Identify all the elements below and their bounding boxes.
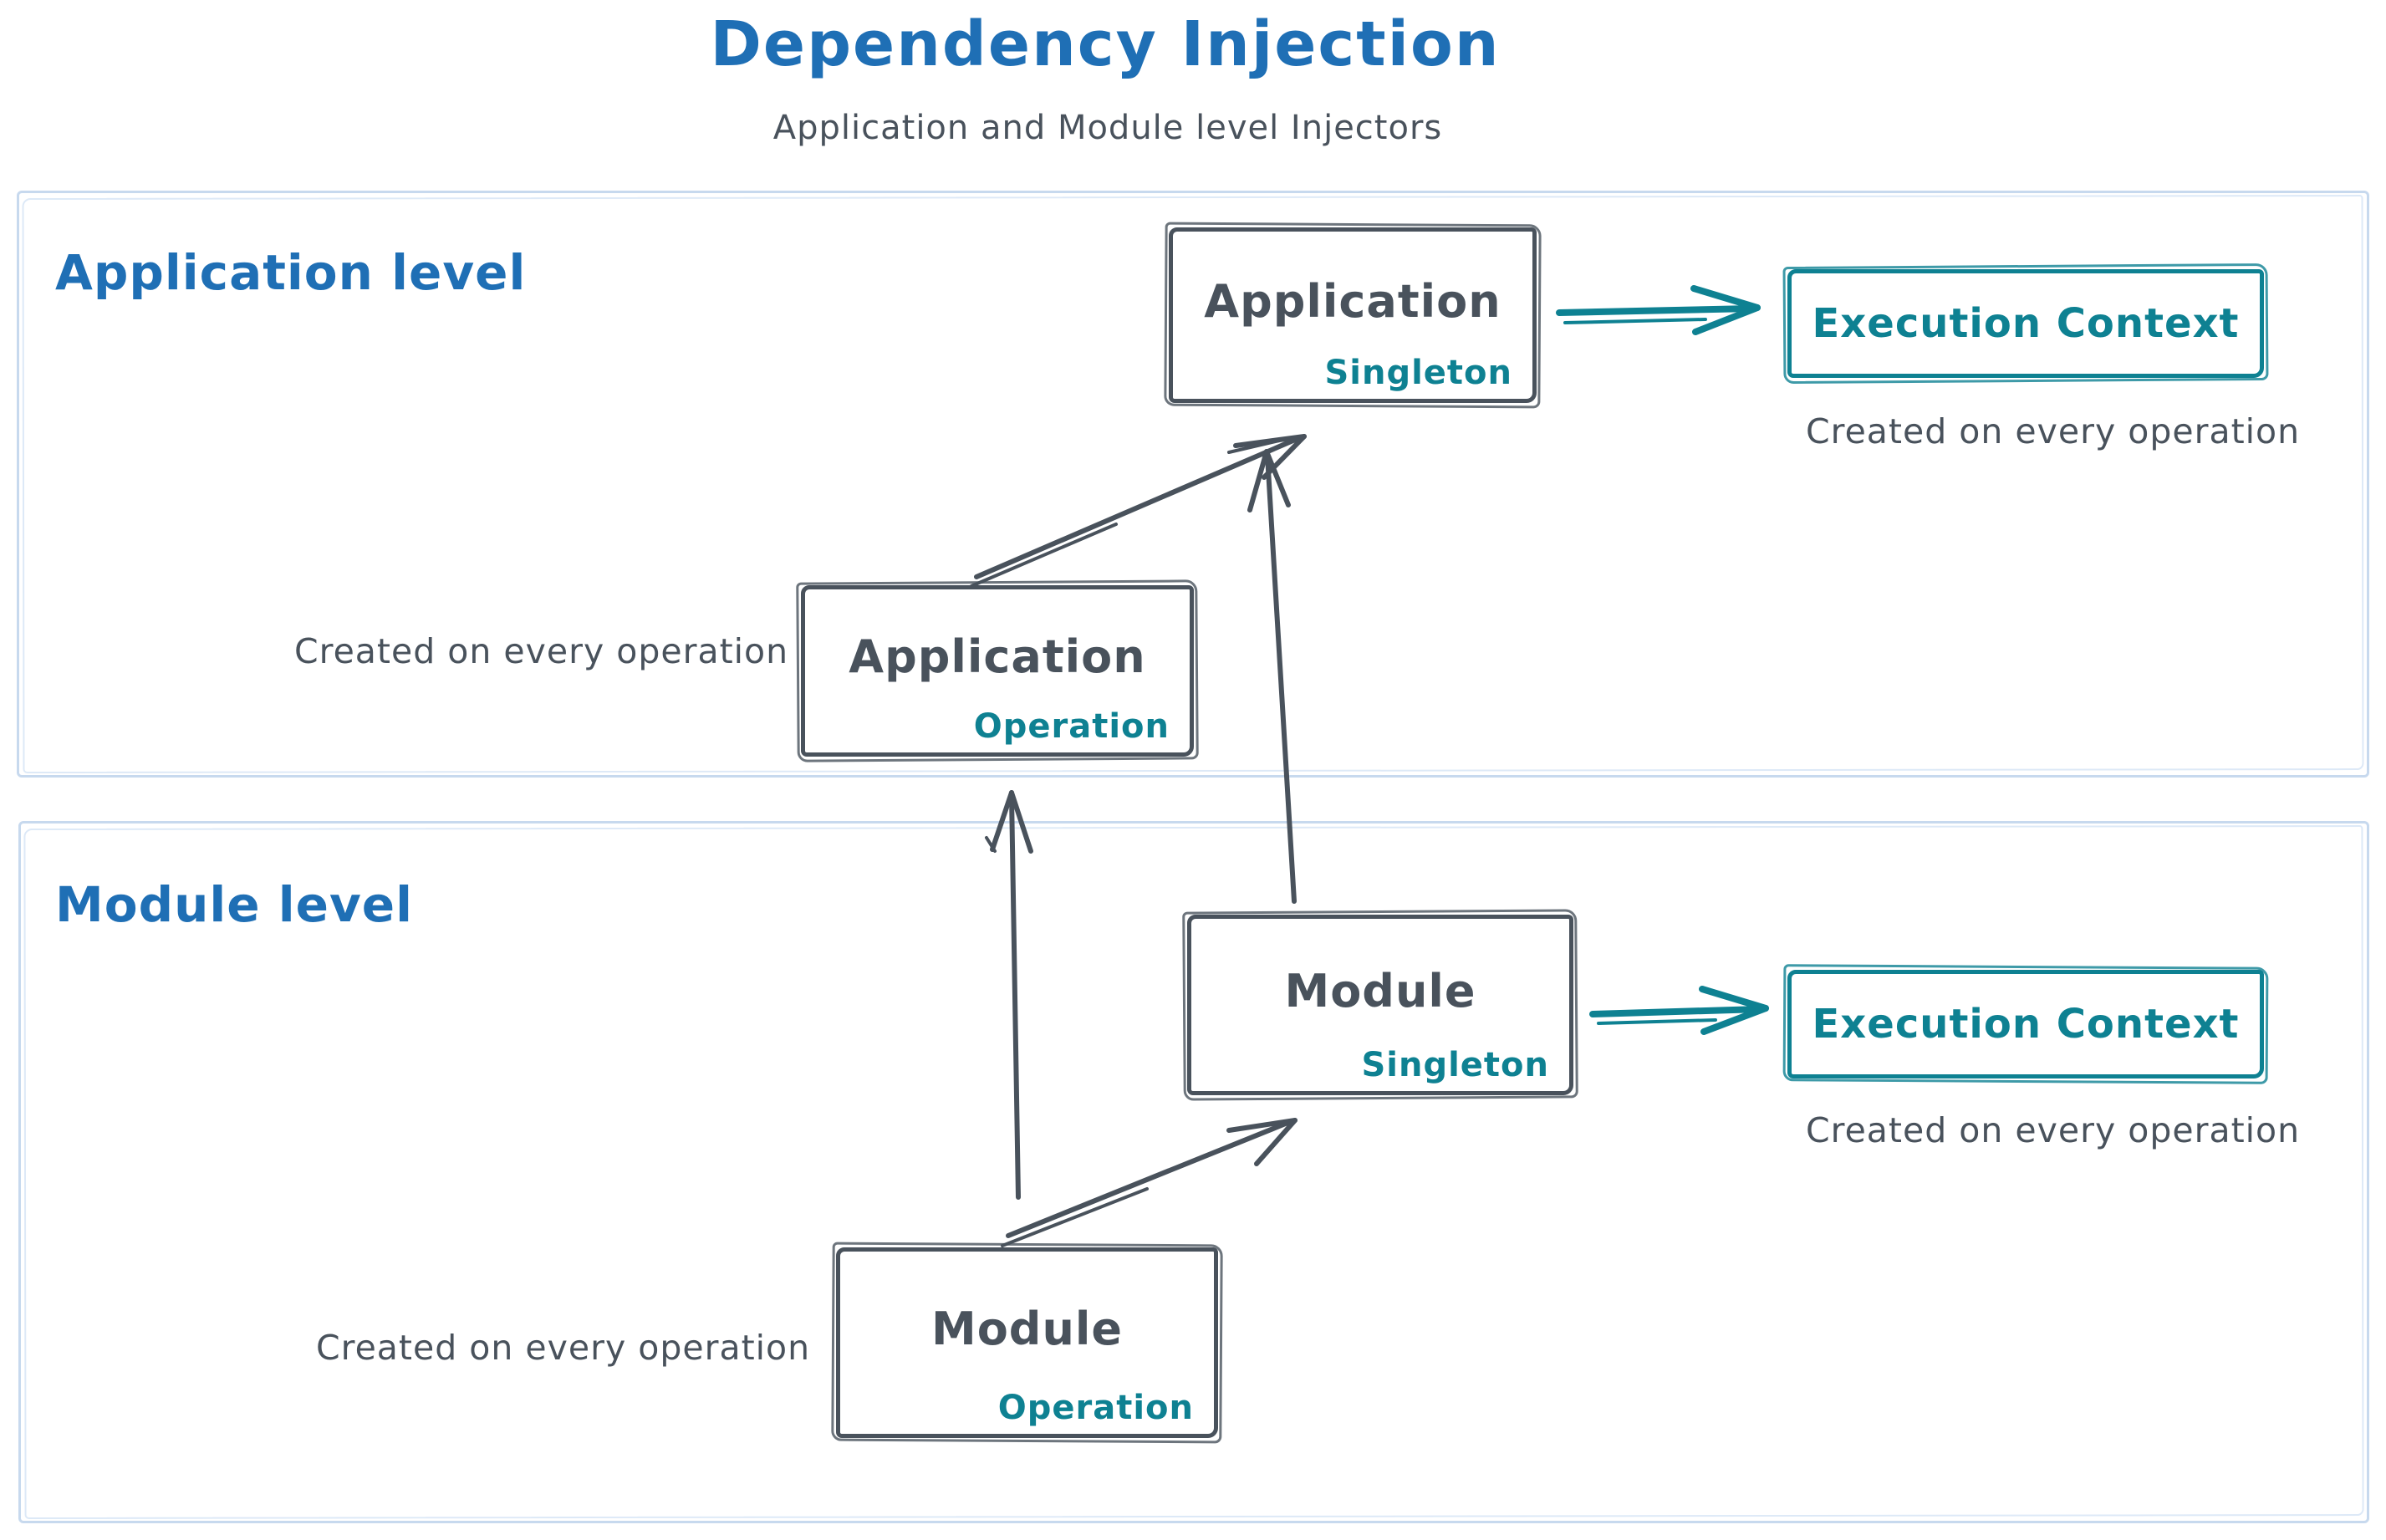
execution-context-label: Execution Context [1812, 300, 2240, 347]
module-operation-caption: Created on every operation [316, 1328, 811, 1368]
diagram-title: Dependency Injection [710, 8, 1501, 80]
application-operation-box: Application Operation [801, 585, 1194, 757]
execution-context-label: Execution Context [1812, 1001, 2240, 1048]
execution-context-box-module: Execution Context [1787, 970, 2264, 1079]
module-operation-scope: Operation [997, 1389, 1194, 1427]
application-singleton-name: Application [1204, 274, 1501, 328]
application-level-container [17, 191, 2369, 778]
module-singleton-scope: Singleton [1361, 1046, 1549, 1084]
application-singleton-scope: Singleton [1324, 354, 1512, 392]
module-level-container [18, 821, 2369, 1523]
application-operation-caption: Created on every operation [294, 631, 789, 671]
diagram-subtitle: Application and Module level Injectors [772, 109, 1443, 147]
module-singleton-box: Module Singleton [1187, 915, 1573, 1095]
application-operation-scope: Operation [973, 707, 1170, 746]
module-operation-box: Module Operation [836, 1247, 1218, 1438]
module-singleton-name: Module [1284, 964, 1476, 1017]
execution-context-caption-application: Created on every operation [1806, 411, 2301, 451]
application-singleton-box: Application Singleton [1169, 227, 1537, 403]
application-level-label: Application level [55, 244, 527, 301]
application-operation-name: Application [849, 630, 1146, 683]
module-operation-name: Module [930, 1302, 1124, 1355]
execution-context-box-application: Execution Context [1787, 269, 2264, 378]
module-level-label: Module level [55, 876, 414, 933]
execution-context-caption-module: Created on every operation [1806, 1110, 2301, 1150]
